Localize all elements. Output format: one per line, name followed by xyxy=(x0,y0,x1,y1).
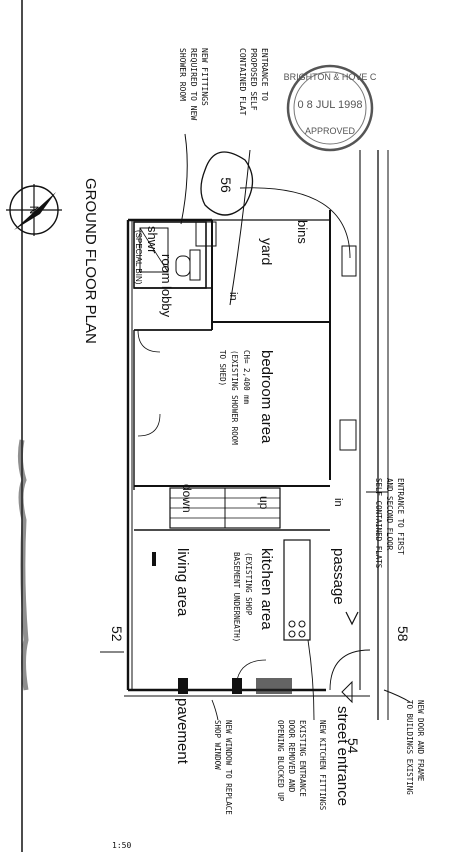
note-new-kitchen-fittings: NEW KITCHEN FITTINGS xyxy=(318,720,327,811)
stamp-date: 0 8 JUL 1998 xyxy=(297,99,362,111)
label-bedroom: bedroom area xyxy=(258,350,275,444)
svg-text:NEW KITCHEN FITTINGS: NEW KITCHEN FITTINGS xyxy=(318,720,327,811)
note-new-door-frame: NEW DOOR AND FRAME TO BUILDINGS EXISTING xyxy=(405,700,425,795)
building-walls xyxy=(124,187,371,697)
svg-text:SHOP WINDOW: SHOP WINDOW xyxy=(213,720,222,770)
note-bedroom-ceiling: CH= 2,400 mm (EXISTING SHOWER ROOM TO SH… xyxy=(218,350,251,445)
approval-stamp: BRIGHTON & HOVE C 0 8 JUL 1998 APPROVED xyxy=(284,64,377,152)
label-bins: bins xyxy=(295,220,310,244)
label-in-passage: in xyxy=(332,498,344,507)
label-street-entrance: street entrance xyxy=(334,706,351,806)
label-living: living area xyxy=(174,548,191,617)
svg-text:EXISTING ENTRANCE: EXISTING ENTRANCE xyxy=(298,720,307,797)
note-entrance-first-floor: ENTRANCE TO FIRST AND SECOND FLOOR SELF … xyxy=(374,478,405,569)
compass-north-label: N xyxy=(27,206,41,215)
svg-text:BASEMENT UNDERNEATH): BASEMENT UNDERNEATH) xyxy=(232,552,241,642)
label-down: down xyxy=(180,484,194,513)
note-new-window: NEW WINDOW TO REPLACE SHOP WINDOW xyxy=(213,720,233,815)
leader-line xyxy=(307,639,315,721)
svg-text:NEW DOOR AND FRAME: NEW DOOR AND FRAME xyxy=(416,700,425,782)
svg-text:SELF CONTAINED FLATS: SELF CONTAINED FLATS xyxy=(374,478,383,569)
label-yard: yard xyxy=(259,238,275,265)
passage-arrow xyxy=(345,611,359,626)
scan-smudge xyxy=(17,439,29,691)
label-passage: passage xyxy=(330,548,347,605)
svg-text:OPENING BLOCKED UP: OPENING BLOCKED UP xyxy=(276,720,285,802)
svg-text:ENTRANCE TO FIRST: ENTRANCE TO FIRST xyxy=(396,478,405,555)
svg-text:DOOR REMOVED AND: DOOR REMOVED AND xyxy=(287,720,296,793)
svg-text:AND SECOND FLOOR: AND SECOND FLOOR xyxy=(385,478,394,551)
plan-title: GROUND FLOOR PLAN xyxy=(82,178,99,344)
note-new-fittings: NEW FITTINGS REQUIRED TO NEW SHOWER ROOM xyxy=(178,48,209,120)
stamp-status: APPROVED xyxy=(305,126,356,136)
svg-text:ENTRANCE TO: ENTRANCE TO xyxy=(260,48,269,101)
leader-line xyxy=(211,699,219,721)
note-kitchen-basement: (EXISTING SHOP BASEMENT UNDERNEATH) xyxy=(232,552,253,642)
svg-text:(EXISTING SHOP: (EXISTING SHOP xyxy=(244,552,253,616)
svg-text:CH= 2,400 mm: CH= 2,400 mm xyxy=(242,350,251,405)
entrance-arrow xyxy=(341,680,353,704)
svg-text:TO BUILDINGS EXISTING: TO BUILDINGS EXISTING xyxy=(405,700,414,795)
svg-text:SHOWER ROOM: SHOWER ROOM xyxy=(178,48,187,101)
label-lobby: lobby xyxy=(159,286,174,318)
label-up: up xyxy=(257,496,271,510)
svg-text:NEW FITTINGS: NEW FITTINGS xyxy=(200,48,209,106)
house-number-56: 56 xyxy=(218,177,234,193)
leader-line xyxy=(229,149,251,306)
footer-scale: 1:50 xyxy=(112,841,131,850)
label-in-yard: in xyxy=(227,292,239,301)
svg-text:CONTAINED FLAT: CONTAINED FLAT xyxy=(238,48,247,116)
svg-text:PROPOSED SELF: PROPOSED SELF xyxy=(249,48,258,111)
leader-line xyxy=(383,689,411,703)
label-shwr: shwr xyxy=(145,226,160,254)
staircase xyxy=(169,487,281,529)
svg-text:REQUIRED TO NEW: REQUIRED TO NEW xyxy=(189,48,198,120)
leader-line xyxy=(180,133,188,225)
svg-text:TO SHED): TO SHED) xyxy=(218,350,227,386)
house-number-bubble xyxy=(200,151,254,216)
house-number-52: 52 xyxy=(109,626,125,642)
svg-text:NEW WINDOW TO REPLACE: NEW WINDOW TO REPLACE xyxy=(224,720,233,815)
note-entrance-flat: ENTRANCE TO PROPOSED SELF CONTAINED FLAT xyxy=(238,48,269,116)
svg-text:(SPECIAL BIN): (SPECIAL BIN) xyxy=(134,230,143,285)
label-kitchen: kitchen area xyxy=(258,548,275,630)
house-number-58: 58 xyxy=(395,626,411,642)
svg-text:(EXISTING SHOWER ROOM: (EXISTING SHOWER ROOM xyxy=(230,350,239,445)
label-room: room xyxy=(159,254,174,284)
label-pavement: pavement xyxy=(174,698,191,765)
house-number-54: 54 xyxy=(345,738,361,754)
stamp-org: BRIGHTON & HOVE C xyxy=(284,72,377,82)
note-existing-entrance: EXISTING ENTRANCE DOOR REMOVED AND OPENI… xyxy=(276,720,307,802)
compass-icon: N xyxy=(6,184,62,236)
